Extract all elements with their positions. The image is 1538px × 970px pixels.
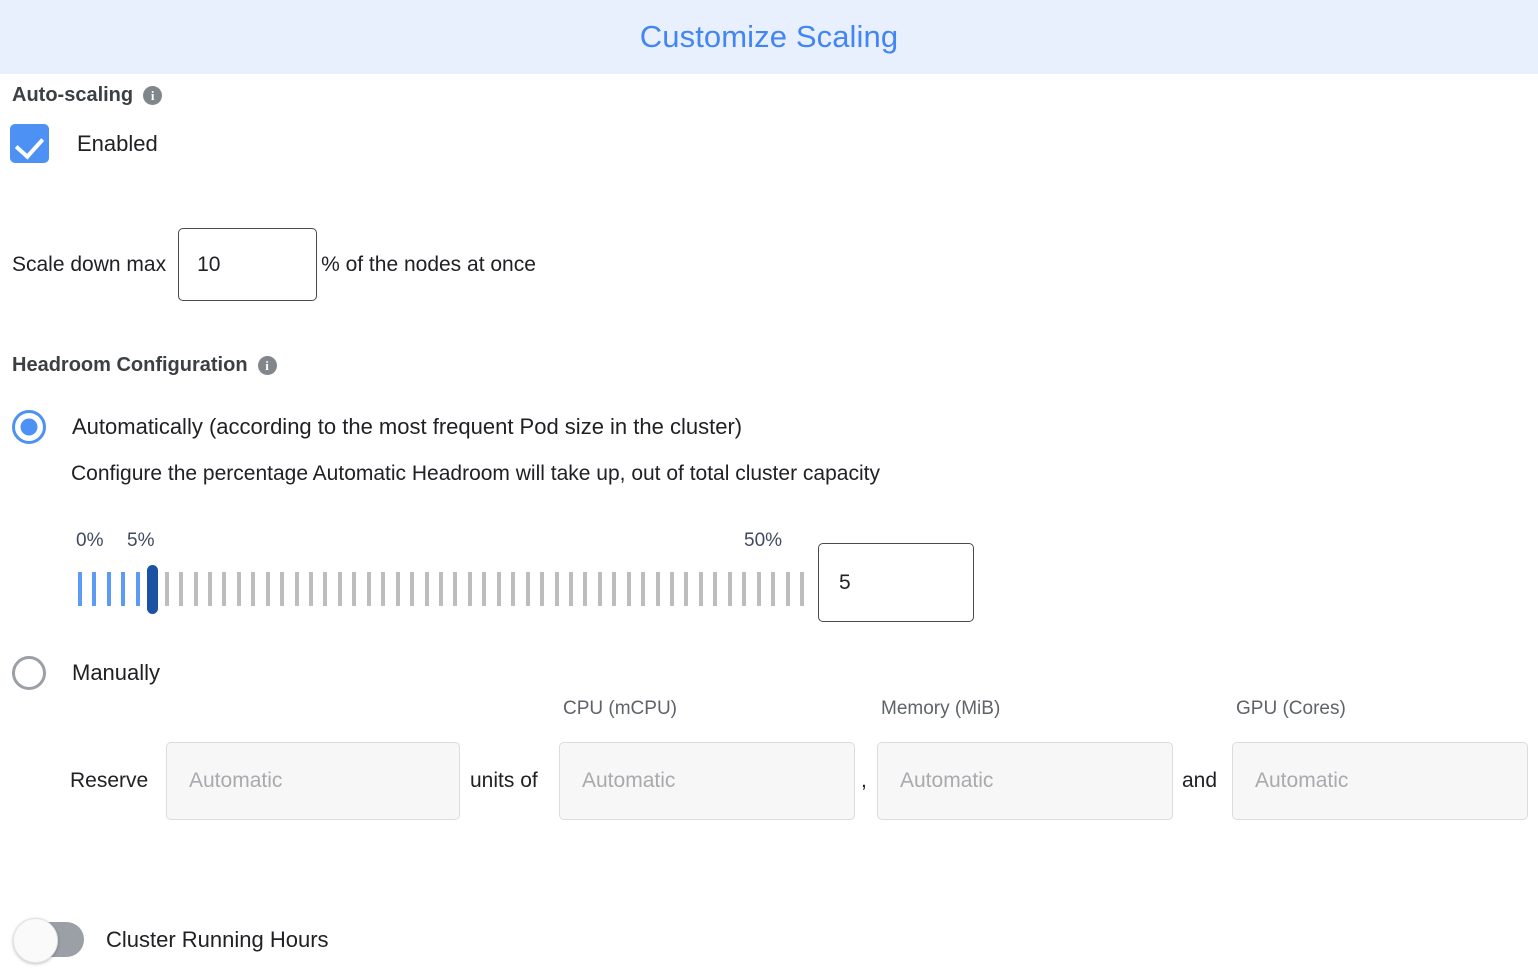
reserve-units-input[interactable]: [166, 742, 460, 820]
slider-tick: [583, 572, 588, 606]
auto-scaling-enabled-label: Enabled: [77, 130, 158, 156]
slider-tick: [439, 572, 443, 606]
slider-tick: [164, 572, 169, 606]
slider-tick: [294, 572, 299, 606]
reserve-label: Reserve: [70, 769, 149, 792]
slider-tick: [800, 572, 804, 606]
slider-tick: [713, 572, 718, 606]
reserve-row: Reserve units of , and: [0, 742, 1538, 820]
headroom-manual-label: Manually: [72, 660, 161, 685]
slider-tick: [568, 572, 573, 606]
info-icon[interactable]: i: [143, 86, 163, 105]
slider-tick: [641, 572, 646, 606]
units-of-label: units of: [470, 769, 538, 792]
slider-tick-labels: 0% 5% 50%: [0, 530, 1000, 560]
headroom-automatic-description: Configure the percentage Automatic Headr…: [71, 462, 880, 485]
slider-tick: [251, 572, 256, 606]
scale-down-max-row: Scale down max % of the nodes at once: [12, 228, 536, 301]
slider-tick: [727, 572, 732, 606]
slider-tick: [193, 572, 198, 606]
slider-tick: [121, 572, 126, 606]
slider-tick: [626, 572, 631, 606]
headroom-configuration-heading-label: Headroom Configuration: [12, 354, 248, 376]
slider-tick: [597, 572, 602, 606]
slider-tick: [424, 572, 429, 606]
comma-separator: ,: [861, 769, 867, 792]
headroom-manual-row[interactable]: Manually: [12, 656, 160, 690]
slider-min-label: 0%: [76, 530, 104, 551]
slider-tick: [554, 572, 559, 606]
reserve-gpu-input[interactable]: [1232, 742, 1528, 820]
headroom-percentage-slider[interactable]: [78, 565, 804, 614]
headroom-percentage-input[interactable]: [818, 543, 974, 622]
page-title: Customize Scaling: [639, 19, 899, 54]
slider-tick: [742, 572, 747, 606]
toggle-knob: [13, 918, 58, 963]
slider-max-label: 50%: [744, 530, 783, 551]
slider-tick: [525, 572, 530, 606]
slider-tick: [410, 572, 415, 606]
auto-scaling-enabled-row: Enabled: [10, 124, 158, 163]
scale-down-max-suffix: % of the nodes at once: [321, 252, 536, 276]
auto-scaling-enabled-checkbox[interactable]: [10, 124, 49, 163]
slider-tick: [309, 572, 314, 606]
headroom-automatic-label: Automatically (according to the most fre…: [72, 414, 743, 439]
headroom-automatic-row[interactable]: Automatically (according to the most fre…: [12, 410, 742, 444]
slider-tick: [655, 572, 660, 606]
cluster-running-hours-label: Cluster Running Hours: [106, 926, 329, 952]
slider-tick: [323, 572, 328, 606]
slider-tick: [684, 572, 689, 606]
slider-tick: [395, 572, 400, 606]
and-label: and: [1182, 769, 1218, 792]
slider-tick: [280, 572, 285, 606]
slider-tick: [352, 572, 357, 606]
cluster-running-hours-row: Cluster Running Hours: [13, 918, 329, 963]
slider-tick: [496, 572, 501, 606]
slider-tick: [698, 572, 703, 606]
cluster-running-hours-toggle[interactable]: [13, 918, 84, 963]
scale-down-max-label: Scale down max: [12, 252, 167, 276]
slider-tick: [207, 572, 212, 606]
column-header-memory: Memory (MiB): [881, 698, 1001, 719]
reserve-column-headers: CPU (mCPU) Memory (MiB) GPU (Cores): [0, 698, 1538, 726]
slider-tick: [236, 572, 241, 606]
auto-scaling-heading: Auto-scaling i: [12, 84, 163, 107]
slider-tick: [92, 572, 97, 606]
slider-thumb[interactable]: [146, 565, 158, 614]
column-header-gpu: GPU (Cores): [1236, 698, 1346, 719]
slider-tick: [78, 572, 82, 606]
headroom-slider-area: 0% 5% 50%: [0, 530, 1000, 640]
scale-down-max-input[interactable]: [178, 228, 318, 301]
slider-tick: [670, 572, 675, 606]
slider-tick: [381, 572, 386, 606]
slider-tick: [453, 572, 458, 606]
page-header: Customize Scaling: [0, 0, 1538, 74]
reserve-memory-input[interactable]: [877, 742, 1173, 820]
headroom-manual-radio[interactable]: [12, 656, 46, 690]
slider-tick: [337, 572, 342, 606]
info-icon[interactable]: i: [257, 356, 277, 375]
slider-tick: [135, 572, 140, 606]
slider-tick: [511, 572, 516, 606]
slider-tick: [366, 572, 371, 606]
reserve-cpu-input[interactable]: [559, 742, 855, 820]
column-header-cpu: CPU (mCPU): [563, 698, 677, 719]
slider-tick: [785, 572, 790, 606]
slider-tick: [106, 572, 111, 606]
slider-tick: [467, 572, 472, 606]
slider-tick: [540, 572, 545, 606]
auto-scaling-heading-label: Auto-scaling: [12, 84, 134, 106]
slider-tick: [179, 572, 184, 606]
slider-tick: [756, 572, 761, 606]
slider-tick: [482, 572, 487, 606]
slider-tick: [265, 572, 270, 606]
headroom-configuration-heading: Headroom Configuration i: [12, 354, 277, 377]
slider-tick: [222, 572, 227, 606]
headroom-automatic-radio[interactable]: [12, 410, 46, 444]
slider-current-label: 5%: [127, 530, 155, 551]
slider-tick: [771, 572, 776, 606]
slider-tick: [612, 572, 617, 606]
